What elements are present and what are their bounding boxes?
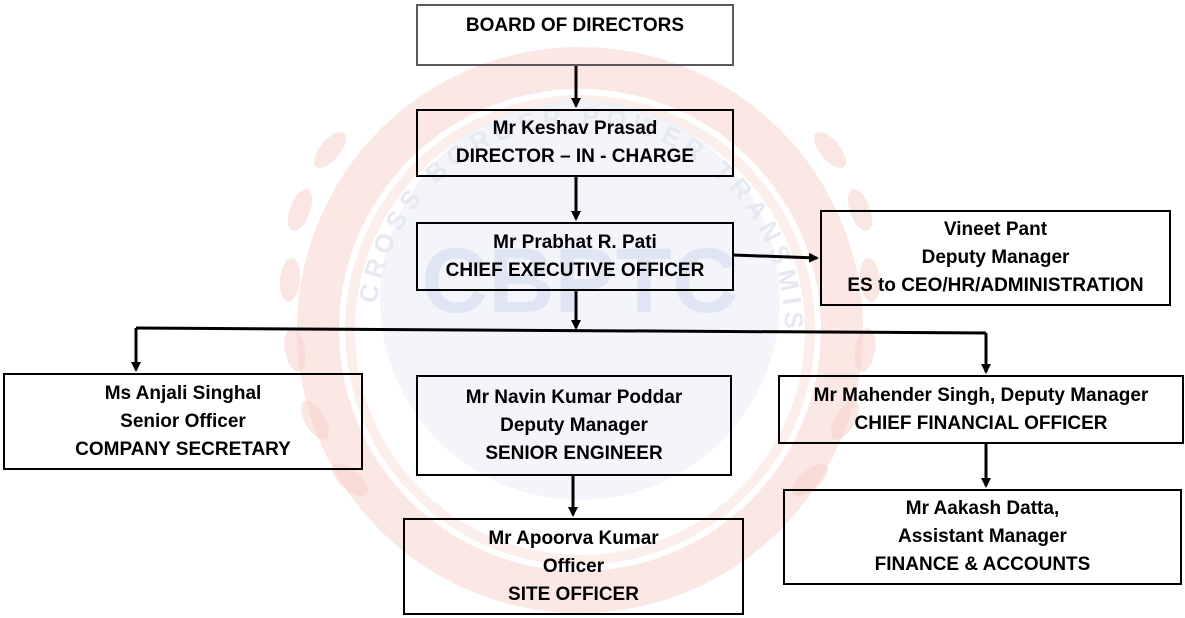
site-designation: Officer — [542, 555, 605, 577]
cfo-box: Mr Mahender Singh, Deputy Manager CHIEF … — [778, 375, 1184, 444]
seal-laurel-right — [791, 131, 881, 497]
cfo-name: Mr Mahender Singh, Deputy Manager — [813, 384, 1149, 406]
cs-name: Ms Anjali Singhal — [104, 382, 262, 404]
finance-accounts-box: Mr Aakash Datta, Assistant Manager FINAN… — [783, 489, 1182, 585]
es-hr-admin-box: Vineet Pant Deputy Manager ES to CEO/HR/… — [820, 210, 1171, 306]
board-of-directors-box: BOARD OF DIRECTORS — [416, 4, 734, 66]
director-name: Mr Keshav Prasad — [492, 118, 658, 139]
connector-ceo-to-es — [732, 252, 819, 263]
es-name: Vineet Pant — [943, 219, 1048, 240]
se-designation: Deputy Manager — [500, 414, 648, 436]
ceo-box: Mr Prabhat R. Pati CHIEF EXECUTIVE OFFIC… — [416, 222, 734, 291]
director-role: DIRECTOR – IN - CHARGE — [455, 146, 695, 167]
se-name: Mr Navin Kumar Poddar — [465, 386, 683, 408]
seal-logo-text: CBPTC — [422, 230, 739, 332]
ceo-name: Mr Prabhat R. Pati — [493, 231, 657, 253]
company-secretary-box: Ms Anjali Singhal Senior Officer COMPANY… — [3, 373, 363, 470]
cs-designation: Senior Officer — [120, 410, 246, 432]
director-in-charge-box: Mr Keshav Prasad DIRECTOR – IN - CHARGE — [416, 109, 734, 177]
es-designation: Deputy Manager — [921, 247, 1070, 268]
finance-role: FINANCE & ACCOUNTS — [874, 554, 1091, 575]
se-role: SENIOR ENGINEER — [485, 442, 663, 464]
finance-name: Mr Aakash Datta, — [905, 498, 1060, 519]
connector-horizontal-branch — [135, 326, 987, 335]
senior-engineer-box: Mr Navin Kumar Poddar Deputy Manager SEN… — [416, 375, 732, 476]
ceo-role: CHIEF EXECUTIVE OFFICER — [445, 259, 705, 281]
seal-center-disc — [380, 100, 780, 500]
site-name: Mr Apoorva Kumar — [488, 527, 659, 549]
seal-laurel-left — [279, 131, 369, 497]
site-officer-box: Mr Apoorva Kumar Officer SITE OFFICER — [403, 518, 744, 615]
es-role: ES to CEO/HR/ADMINISTRATION — [847, 275, 1144, 296]
board-title: BOARD OF DIRECTORS — [465, 15, 685, 36]
site-role: SITE OFFICER — [508, 583, 639, 605]
finance-designation: Assistant Manager — [898, 526, 1067, 547]
cs-role: COMPANY SECRETARY — [75, 438, 291, 460]
cfo-role: CHIEF FINANCIAL OFFICER — [854, 412, 1108, 434]
